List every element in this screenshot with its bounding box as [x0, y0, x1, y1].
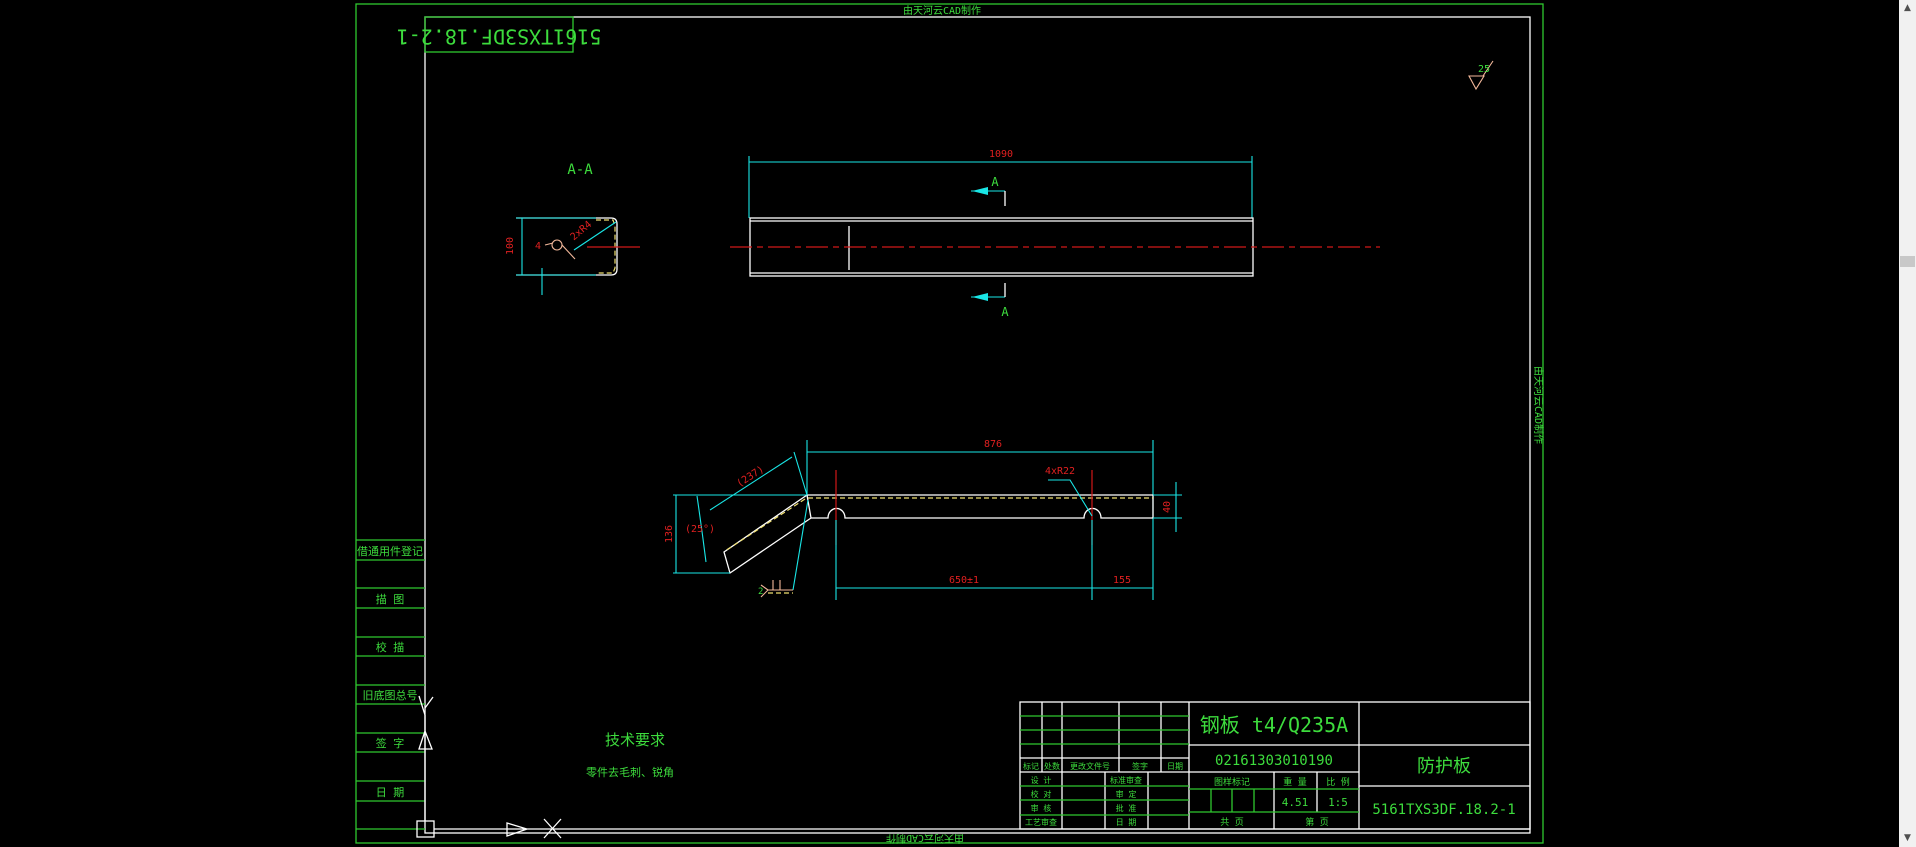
watermark-top: 由天河云CAD制作 — [903, 4, 981, 17]
bent-view: 876 4xR22 136 (25°) (237) 650±1 155 40 2 — [664, 439, 1182, 600]
left-register-column: 借通用件登记 描 图 校 描 旧底图总号 签 字 日 期 — [356, 539, 425, 830]
label-text: 处数 — [1044, 761, 1060, 771]
label-text: 设 计 — [1031, 775, 1052, 785]
spacing-dim: 650±1 — [949, 575, 979, 586]
label-text: 日 期 — [1116, 818, 1137, 827]
section-mark-bottom: A — [1001, 305, 1009, 319]
scroll-up-arrow-icon[interactable]: ▲ — [1904, 3, 1911, 13]
label-text: 标准审查 — [1110, 775, 1142, 785]
thickness-dim: 4 — [535, 241, 541, 252]
bent-height-dim: 136 — [664, 525, 675, 543]
thickness-dim: 40 — [1162, 501, 1173, 513]
section-mark-top: A — [991, 175, 999, 189]
tech-requirements-text: 零件去毛刺、锐角 — [586, 765, 674, 779]
stamp-box — [424, 16, 574, 53]
label-text: 第 页 — [1305, 816, 1328, 828]
section-view-a-a: A-A 100 4 2xR4 — [505, 162, 640, 295]
drawing-number: 5161TXS3DF.18.2-1 — [1372, 802, 1515, 818]
scroll-down-arrow-icon[interactable]: ▼ — [1904, 833, 1911, 843]
part-number: 02161303010190 — [1215, 753, 1333, 769]
bent-length-dim: 876 — [984, 439, 1002, 450]
label-text: 旧底图总号 — [363, 688, 418, 702]
label-text: 日 期 — [376, 786, 405, 799]
label-text: 审 定 — [1116, 789, 1137, 799]
scale-value: 1:5 — [1328, 796, 1348, 809]
label-text: 标记 — [1023, 761, 1039, 771]
label-text: 工艺审查 — [1025, 817, 1057, 827]
label-text: 比 例 — [1326, 776, 1349, 788]
section-label: A-A — [567, 162, 593, 178]
part-name: 防护板 — [1417, 756, 1471, 777]
label-text: 日期 — [1167, 762, 1183, 771]
weld-size: 2 — [758, 587, 763, 597]
stamp-code: 5161TXS3DF.18.2-1 — [397, 25, 602, 49]
material: 钢板 t4/Q235A — [1200, 713, 1348, 737]
end-dim: 155 — [1113, 575, 1131, 586]
label-text: 签字 — [1132, 761, 1148, 771]
top-view: 1090 A A — [730, 149, 1380, 319]
label-text: 签 字 — [376, 736, 405, 750]
roughness-symbol: 25 — [1468, 60, 1494, 91]
label-text: 审 核 — [1031, 803, 1052, 813]
label-text: 图样标记 — [1214, 776, 1250, 788]
weight-value: 4.51 — [1282, 796, 1309, 809]
label-text: 更改文件号 — [1070, 761, 1110, 771]
inner-frame — [424, 16, 1531, 834]
label-text: 描 图 — [376, 592, 405, 606]
label-text: 校 对 — [1031, 789, 1052, 799]
label-text: 校 描 — [376, 640, 405, 654]
label-text: 批 准 — [1116, 803, 1137, 813]
watermark-bottom: 由天河云CAD制作 — [886, 832, 964, 845]
ucs-icon — [416, 695, 1530, 839]
label-text: 共 页 — [1220, 817, 1243, 828]
length-dim: 1090 — [989, 149, 1013, 160]
notch-note: 4xR22 — [1045, 466, 1075, 477]
outer-frame — [355, 3, 1544, 844]
scrollbar-thumb[interactable] — [1900, 256, 1915, 267]
watermark-right: 由天河云CAD制作 — [1532, 366, 1545, 444]
tech-requirements-title: 技术要求 — [605, 731, 665, 749]
label-text: 重 量 — [1283, 776, 1306, 788]
title-block: 钢板 t4/Q235A 02161303010190 防护板 5161TXS3D… — [1019, 701, 1531, 830]
label-text: 25 — [1478, 64, 1490, 75]
label-text: 借通用件登记 — [357, 544, 423, 558]
height-dim: 100 — [505, 237, 516, 255]
vertical-scrollbar[interactable]: ▲ ▼ — [1899, 0, 1916, 847]
angle-dim: (25°) — [685, 524, 715, 535]
